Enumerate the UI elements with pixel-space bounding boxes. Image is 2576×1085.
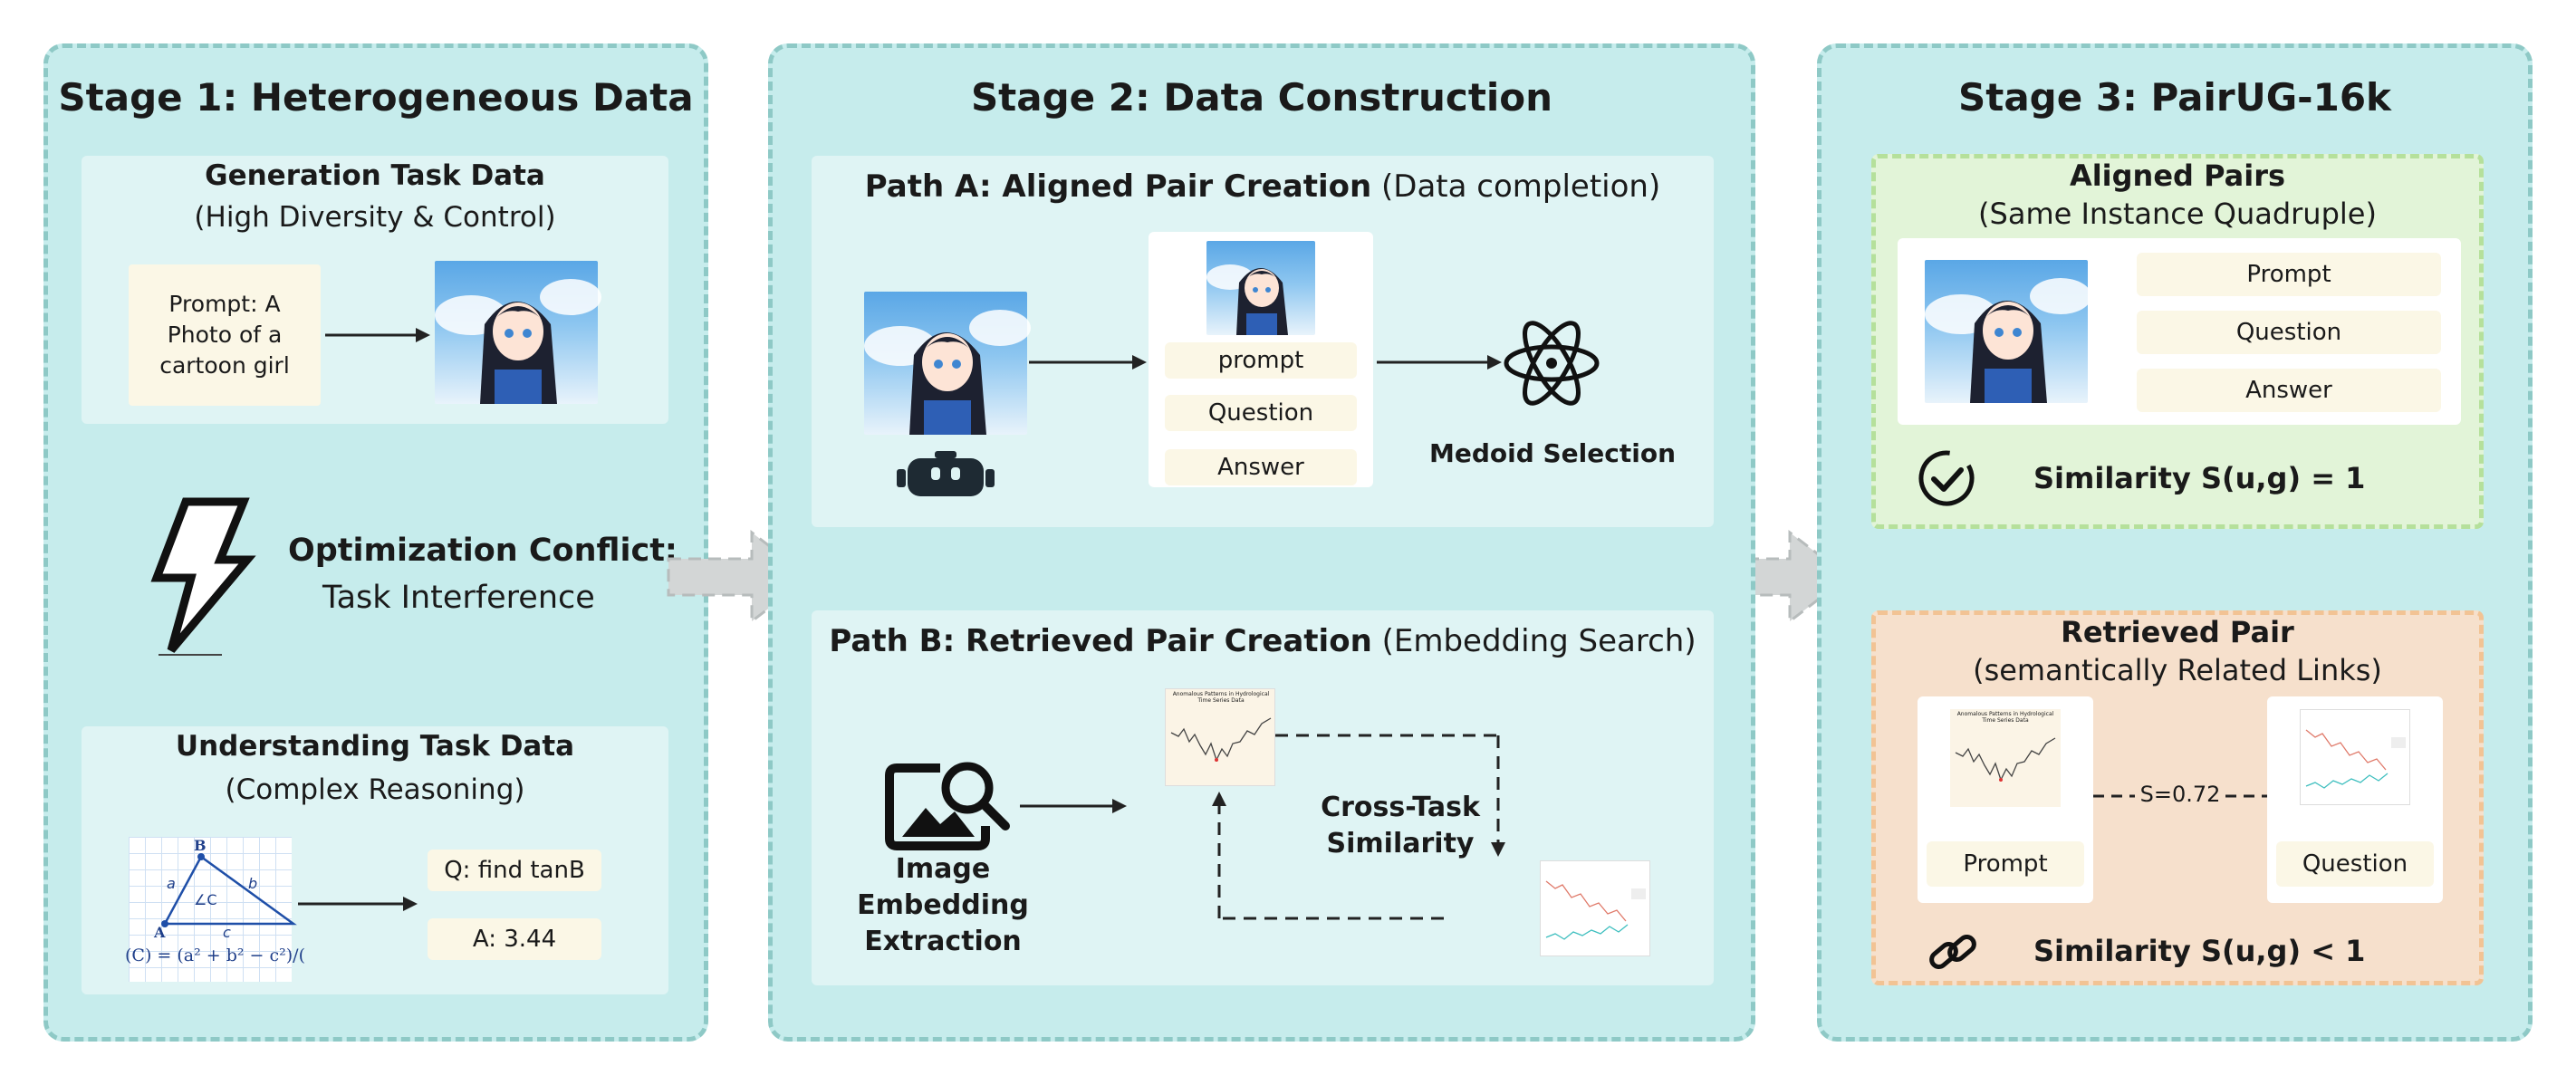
stage-3-title: Stage 3: PairUG-16k	[1958, 75, 2391, 120]
understanding-task-title: Understanding Task Data	[175, 730, 575, 763]
angle-c-label: ∠C	[194, 891, 217, 908]
image-to-card-arrow	[1029, 355, 1147, 370]
path-a-source-image	[864, 292, 1031, 435]
path-a-heading: Path A: Aligned Pair Creation (Data comp…	[812, 168, 1714, 205]
link-icon	[1929, 935, 1976, 969]
aligned-chip-question: Question	[2137, 311, 2441, 354]
path-a-note: (Data completion)	[1371, 168, 1661, 205]
aligned-similarity: Similarity S(u,g) = 1	[2033, 461, 2366, 495]
formula-text: (C) = (a² + b² − c²)/(	[125, 946, 305, 965]
embedding-label-2: Embedding	[857, 889, 1029, 921]
aligned-pairs-title: Aligned Pairs	[2069, 158, 2286, 193]
aligned-girl-illustration	[1925, 278, 2091, 403]
prompt-to-image-arrow	[325, 328, 430, 342]
retrieved-plot-title: Anomalous Patterns in Hydrological Time …	[1956, 711, 2054, 724]
path-a-card-image	[1206, 241, 1315, 335]
retrieved-right-lines	[2305, 729, 2406, 789]
prompt-card: Prompt: A Photo of a cartoon girl	[129, 264, 321, 406]
path-b-chart-lines	[1545, 880, 1646, 940]
retrieved-right-label: Question	[2276, 841, 2434, 887]
retrieved-similarity: Similarity S(u,g) < 1	[2033, 934, 2366, 968]
triangle-to-qa-arrow	[298, 897, 418, 911]
aligned-quadruple-card: Prompt Question Answer	[1898, 238, 2461, 425]
question-chip: Q: find tanB	[428, 850, 601, 891]
image-search-icon	[885, 762, 1010, 850]
retrieved-pair-panel: Retrieved Pair (semantically Related Lin…	[1871, 610, 2484, 985]
conflict-title: Optimization Conflict:	[288, 533, 678, 569]
retrieved-pair-title: Retrieved Pair	[2061, 615, 2294, 649]
aligned-chip-prompt: Prompt	[2137, 253, 2441, 296]
vertex-a-label: A	[154, 924, 166, 941]
path-b-note: (Embedding Search)	[1371, 623, 1697, 659]
retrieved-pair-subtitle: (semantically Related Links)	[1973, 653, 2382, 687]
cartoon-girl-illustration	[435, 279, 601, 404]
answer-chip: A: 3.44	[428, 918, 601, 960]
side-c-label: c	[223, 924, 231, 941]
cross-similarity-loop	[1212, 734, 1505, 920]
aligned-pairs-subtitle: (Same Instance Quadruple)	[1978, 197, 2377, 231]
similarity-label-1: Cross-Task	[1321, 792, 1480, 823]
retrieved-right-card: Question	[2267, 696, 2443, 903]
path-a-card-girl	[1206, 264, 1288, 335]
retrieved-left-label: Prompt	[1927, 841, 2084, 887]
aligned-image	[1925, 260, 2091, 403]
medoid-selection-label: Medoid Selection	[1428, 438, 1676, 468]
generation-task-subtitle: (High Diversity & Control)	[194, 201, 556, 234]
similarity-label-2: Similarity	[1326, 828, 1475, 859]
retrieved-left-plot: Anomalous Patterns in Hydrological Time …	[1950, 709, 2061, 807]
stage-1-title: Stage 1: Heterogeneous Data	[58, 75, 694, 120]
side-b-label: b	[248, 875, 258, 892]
aligned-chip-answer: Answer	[2137, 369, 2441, 412]
retrieved-plot-line	[1955, 737, 2056, 782]
path-b-plot-title: Anomalous Patterns in Hydrological Time …	[1172, 691, 1270, 704]
retrieved-link-line	[2093, 794, 2267, 798]
generation-task-panel: Generation Task Data (High Diversity & C…	[82, 156, 668, 424]
conflict-subtitle: Task Interference	[322, 580, 595, 616]
path-b-plot-image: Anomalous Patterns in Hydrological Time …	[1165, 688, 1275, 786]
path-a-title: Path A: Aligned Pair Creation	[864, 168, 1372, 205]
path-b-title: Path B: Retrieved Pair Creation	[829, 623, 1372, 659]
retrieved-score: S=0.72	[2139, 782, 2221, 807]
check-circle-icon	[1918, 450, 1975, 506]
understanding-task-panel: Understanding Task Data (Complex Reasoni…	[82, 726, 668, 994]
side-a-label: a	[167, 875, 176, 892]
triangle-figure: B A ∠C a b c (C) = (a² + b² − c²)/(	[125, 837, 305, 982]
path-a-girl-illustration	[864, 310, 1031, 435]
embedding-label-3: Extraction	[864, 926, 1022, 957]
card-to-atom-arrow	[1377, 355, 1502, 370]
cartoon-girl-image	[435, 261, 601, 404]
path-a-chip-prompt: prompt	[1165, 342, 1357, 379]
generation-task-title: Generation Task Data	[205, 159, 545, 192]
retrieved-right-chart	[2300, 709, 2410, 805]
path-b-plot-line	[1170, 717, 1272, 762]
retrieved-left-card: Anomalous Patterns in Hydrological Time …	[1918, 696, 2093, 903]
lightning-icon	[150, 497, 256, 656]
path-b-panel: Path B: Retrieved Pair Creation (Embeddi…	[812, 610, 1714, 985]
embedding-label-1: Image	[895, 853, 991, 885]
robot-icon	[897, 451, 995, 496]
embedding-to-plot-arrow	[1020, 799, 1127, 813]
triangle-diagram	[161, 853, 297, 927]
atom-icon	[1504, 321, 1600, 406]
vertex-b-label: B	[194, 837, 207, 854]
aligned-pairs-panel: Aligned Pairs (Same Instance Quadruple) …	[1871, 154, 2484, 529]
stage-2-title: Stage 2: Data Construction	[970, 75, 1553, 120]
understanding-task-subtitle: (Complex Reasoning)	[225, 773, 525, 806]
path-a-chip-question: Question	[1165, 395, 1357, 431]
prompt-card-text: Prompt: A Photo of a cartoon girl	[159, 291, 290, 379]
path-a-panel: Path A: Aligned Pair Creation (Data comp…	[812, 156, 1714, 527]
path-b-chart-image	[1540, 860, 1650, 956]
path-a-chip-answer: Answer	[1165, 449, 1357, 485]
path-b-heading: Path B: Retrieved Pair Creation (Embeddi…	[812, 623, 1714, 659]
